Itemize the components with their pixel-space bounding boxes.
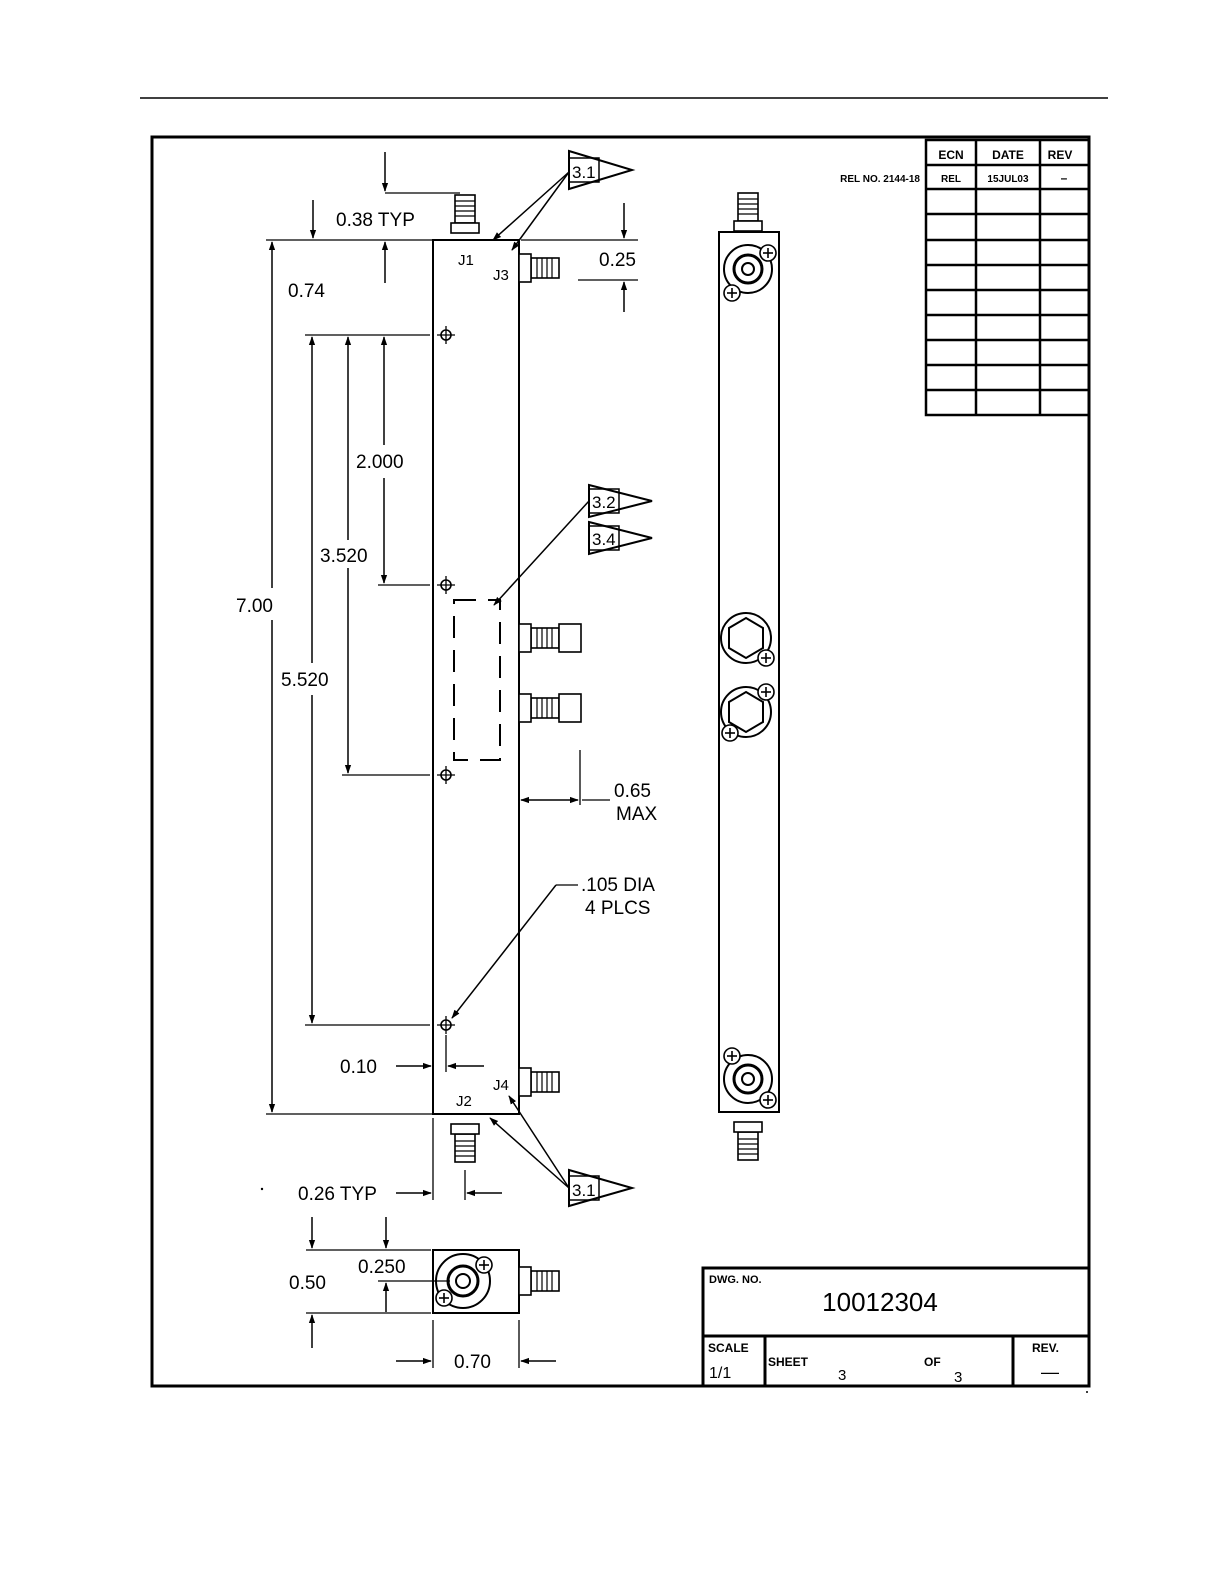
dimension-5-520: 5.520 [281,337,329,1023]
svg-text:3.2: 3.2 [592,493,616,512]
connector-j4-label: J4 [493,1077,509,1094]
title-block: DWG. NO. 10012304 SCALE 1/1 SHEET 3 OF 3… [703,1268,1089,1386]
svg-text:3.1: 3.1 [572,163,596,182]
svg-text:0.70: 0.70 [454,1352,491,1373]
svg-text:0.50: 0.50 [289,1273,326,1294]
rev-value: — [1041,1362,1059,1382]
svg-text:3.4: 3.4 [592,530,616,549]
scan-speck [261,1188,263,1190]
svg-text:3.1: 3.1 [572,1181,596,1200]
coupler-side-view [719,193,779,1160]
scale-value: 1/1 [709,1365,731,1382]
sheet-label: SHEET [768,1355,809,1369]
revision-block: ECN DATE REV REL 15JUL03 – [926,140,1089,415]
rev-cell-date: 15JUL03 [987,174,1029,185]
dimension-3-520: 3.520 [320,337,368,773]
coupler-front-view [433,195,581,1162]
svg-text:0.250: 0.250 [358,1257,406,1278]
of-value: 3 [954,1369,962,1386]
drawing-border [152,137,1089,1386]
rev-header-ecn: ECN [938,148,963,162]
dimension-0-70: 0.70 [396,1320,556,1373]
dimension-0-65-max: 0.65 MAX [521,750,658,825]
note-flag-3-4: 3.4 [589,522,652,554]
dwg-no-label: DWG. NO. [709,1274,762,1286]
connector-j1-label: J1 [458,252,474,269]
rev-header-date: DATE [992,148,1024,162]
svg-text:7.00: 7.00 [236,596,273,617]
coupler-end-view [433,1250,559,1313]
rev-cell-rev: – [1061,171,1068,185]
svg-text:.105 DIA: .105 DIA [581,875,655,896]
svg-text:MAX: MAX [616,804,658,825]
svg-text:0.38 TYP: 0.38 TYP [336,210,415,231]
scale-label: SCALE [708,1341,749,1355]
connector-j2-label: J2 [456,1093,472,1110]
note-flag-top: 3.1 [493,151,632,250]
connector-j3-label: J3 [493,267,509,284]
svg-text:4 PLCS: 4 PLCS [585,898,650,919]
svg-text:0.10: 0.10 [340,1057,377,1078]
dimension-0-74: 0.74 [266,240,433,302]
svg-text:0.25: 0.25 [599,250,636,271]
svg-text:5.520: 5.520 [281,670,329,691]
svg-text:0.26 TYP: 0.26 TYP [298,1184,377,1205]
dimension-0-38: 0.38 TYP [313,152,460,238]
rev-cell-ecn: REL [941,174,961,185]
svg-text:3.520: 3.520 [320,546,368,567]
rev-header-rev: REV [1048,148,1073,162]
release-number-label: REL NO. 2144-18 [840,174,920,185]
svg-text:2.000: 2.000 [356,452,404,473]
dimension-0-50: 0.50 [289,1217,431,1348]
sheet-value: 3 [838,1367,846,1384]
dwg-no-value: 10012304 [822,1287,938,1317]
scan-speck [1086,1391,1088,1393]
rev-label: REV. [1032,1341,1059,1355]
dimension-7-00: 7.00 [236,242,273,1112]
svg-text:0.74: 0.74 [288,281,325,302]
of-label: OF [924,1355,941,1369]
svg-text:0.65: 0.65 [614,781,651,802]
